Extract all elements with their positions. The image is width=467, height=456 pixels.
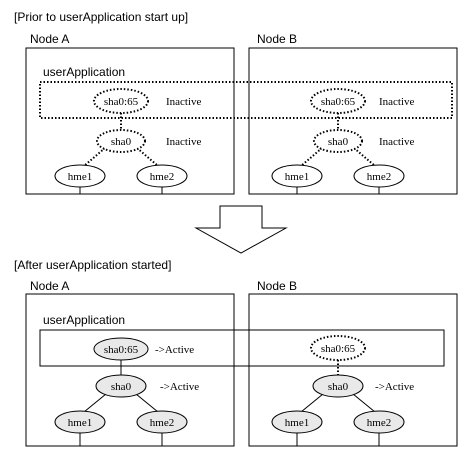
bottom-a-link-left — [83, 393, 107, 413]
bottom-b-parent-label: sha0 — [328, 381, 349, 393]
top-a-resource-label: sha0:65 — [104, 96, 139, 108]
bottom-node-a-title: Node A — [30, 279, 69, 293]
bottom-heading: [After userApplication started] — [14, 258, 171, 272]
bottom-b-hme1-node — [271, 410, 323, 434]
bottom-b-link-left — [300, 393, 324, 413]
bottom-a-hme2-node — [136, 410, 188, 434]
top-app-label: userApplication — [43, 65, 125, 79]
bottom-a-link-right — [135, 393, 159, 413]
top-b-parent-node — [313, 129, 363, 153]
top-heading: [Prior to userApplication start up] — [14, 10, 188, 24]
top-a-link-right — [136, 147, 159, 167]
top-b-resource-state: Inactive — [379, 96, 415, 108]
bottom-a-parent-label: sha0 — [111, 381, 132, 393]
top-b-hme2-label: hme2 — [367, 171, 391, 183]
bottom-app-band — [39, 329, 445, 367]
bottom-a-resource-node — [93, 337, 149, 361]
top-b-link-right — [353, 147, 376, 167]
top-a-link-left — [83, 147, 106, 167]
bottom-b-link-right — [352, 393, 376, 413]
bottom-b-hme2-label: hme2 — [367, 417, 391, 429]
top-b-parent-label: sha0 — [328, 136, 349, 148]
bottom-a-parent-node — [95, 374, 147, 398]
top-a-parent-node — [96, 129, 146, 153]
top-b-hme1-node — [271, 164, 323, 188]
bottom-b-resource-node — [310, 335, 366, 361]
bottom-b-parent-node — [312, 374, 364, 398]
top-a-hme1-node — [54, 164, 106, 188]
bottom-app-label: userApplication — [43, 313, 125, 327]
top-b-hme1-label: hme1 — [285, 171, 309, 183]
bottom-a-parent-state: ->Active — [160, 381, 199, 393]
bottom-a-hme1-node — [54, 410, 106, 434]
top-a-parent-state: Inactive — [166, 136, 202, 148]
top-b-parent-state: Inactive — [379, 136, 415, 148]
bottom-a-hme2-label: hme2 — [150, 417, 174, 429]
top-node-b-title: Node B — [257, 32, 297, 46]
bottom-a-resource-state: ->Active — [155, 344, 194, 356]
top-a-hme2-label: hme2 — [150, 171, 174, 183]
top-b-hme2-node — [353, 164, 405, 188]
bottom-b-hme1-label: hme1 — [285, 417, 309, 429]
top-a-parent-label: sha0 — [111, 136, 132, 148]
bottom-node-b-title: Node B — [257, 279, 297, 293]
bottom-a-resource-label: sha0:65 — [104, 344, 139, 356]
bottom-a-hme1-label: hme1 — [68, 417, 92, 429]
bottom-b-parent-state: ->Active — [375, 381, 414, 393]
bottom-b-hme2-node — [353, 410, 405, 434]
top-node-a-title: Node A — [30, 32, 69, 46]
top-b-resource-label: sha0:65 — [321, 96, 356, 108]
top-a-hme1-label: hme1 — [68, 171, 92, 183]
top-a-hme2-node — [136, 164, 188, 188]
top-a-resource-state: Inactive — [166, 96, 202, 108]
top-b-link-left — [300, 147, 323, 167]
top-b-resource-node — [310, 88, 366, 114]
down-arrow-icon — [194, 205, 288, 254]
top-a-resource-node — [93, 88, 149, 114]
bottom-b-resource-label: sha0:65 — [321, 343, 356, 355]
